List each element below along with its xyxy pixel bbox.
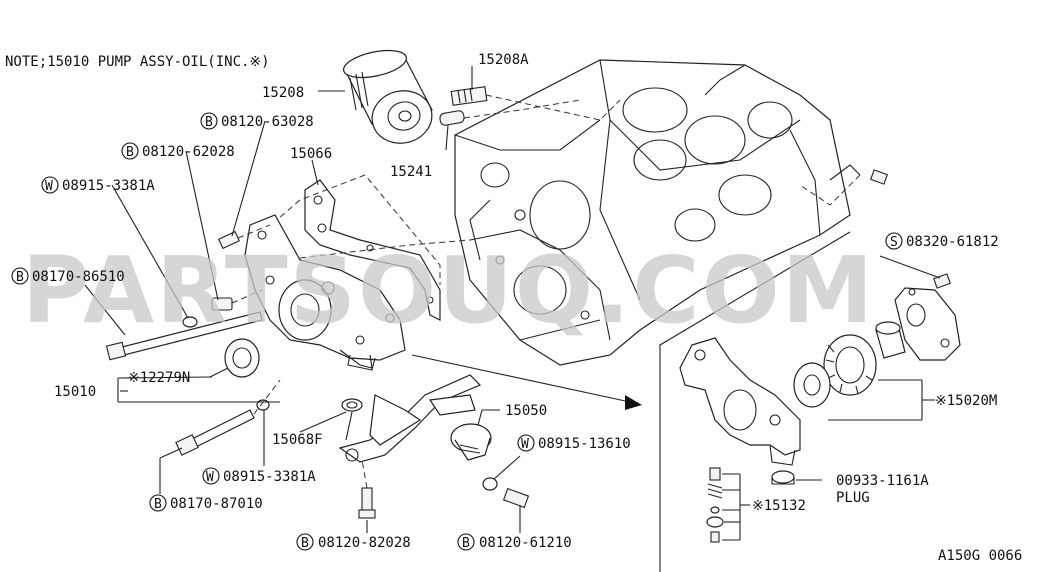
label-15068F[interactable]: 15068F — [272, 432, 323, 448]
block-bolt — [799, 164, 888, 206]
label-15010[interactable]: 15010 — [54, 384, 96, 400]
part-number: 08120-61210 — [479, 535, 572, 551]
bolt-08120-82028 — [358, 487, 376, 519]
oil-strainer-15050 — [338, 374, 492, 463]
label-08120-82028[interactable]: B 08120-82028 — [296, 533, 411, 551]
label-08120-63028[interactable]: B 08120-63028 — [200, 112, 314, 130]
label-15132[interactable]: ※15132 — [752, 498, 806, 514]
detail-relief-parts — [706, 467, 724, 543]
diagram-note: NOTE;15010 PUMP ASSY-OIL(INC.※) — [5, 54, 270, 70]
label-15208[interactable]: 15208 — [262, 85, 304, 101]
label-08320-61812[interactable]: S 08320-61812 — [885, 232, 999, 250]
detail-inner-gear — [793, 362, 831, 408]
part-number: 08915-3381A — [62, 178, 155, 194]
part-number: 08170-87010 — [170, 496, 263, 512]
filter-stud — [450, 86, 488, 106]
prefix-w: W — [45, 179, 53, 194]
prefix-b: B — [126, 145, 134, 160]
gasket-15066 — [304, 179, 441, 321]
part-number: 08915-3381A — [223, 469, 316, 485]
label-08120-62028[interactable]: B 08120-62028 — [121, 142, 235, 160]
label-00933-1161A[interactable]: 00933-1161A — [836, 473, 929, 489]
diagram-id: A150G 0066 — [938, 548, 1022, 564]
detail-outer-gear — [823, 334, 877, 396]
part-number: 08120-62028 — [142, 144, 235, 160]
prefix-b: B — [16, 270, 24, 285]
part-number: 08120-63028 — [221, 114, 314, 130]
label-plug: PLUG — [836, 490, 870, 506]
long-bolt-08170-87010 — [175, 409, 255, 456]
detail-cover-plate — [894, 287, 961, 361]
relief-valve — [439, 110, 465, 126]
prefix-b: B — [301, 536, 309, 551]
oil-seal — [224, 338, 260, 378]
label-15020M[interactable]: ※15020M — [935, 393, 997, 409]
part-number: 08120-82028 — [318, 535, 411, 551]
detail-drive-sleeve — [875, 321, 906, 359]
label-08170-86510[interactable]: B 08170-86510 — [11, 267, 125, 285]
label-08915-13610[interactable]: W 08915-13610 — [517, 434, 631, 452]
prefix-b: B — [462, 536, 470, 551]
prefix-b: B — [205, 115, 213, 130]
prefix-w: W — [521, 437, 529, 452]
label-08915-3381A-top[interactable]: W 08915-3381A — [41, 176, 155, 194]
washer-08915-13610 — [482, 477, 498, 491]
label-15208A[interactable]: 15208A — [478, 52, 529, 68]
label-15241[interactable]: 15241 — [390, 164, 432, 180]
bolt-08120-61210 — [502, 487, 530, 509]
detail-frame — [659, 231, 851, 572]
label-15066[interactable]: 15066 — [290, 146, 332, 162]
prefix-s: S — [890, 235, 898, 250]
prefix-w: W — [206, 470, 214, 485]
label-15050[interactable]: 15050 — [505, 403, 547, 419]
part-number: 08320-61812 — [906, 234, 999, 250]
gasket-15068F — [341, 398, 363, 412]
bolt-08120-63028 — [217, 230, 241, 250]
bolt-08120-62028 — [211, 297, 233, 311]
detail-arrow — [411, 354, 642, 410]
washer-top — [182, 316, 198, 328]
label-08170-87010[interactable]: B 08170-87010 — [149, 494, 263, 512]
oil-filter — [342, 49, 433, 144]
detail-plug — [771, 470, 795, 485]
detail-pump-housing — [679, 337, 801, 466]
part-number: 08170-86510 — [32, 269, 125, 285]
label-08915-3381A-bottom[interactable]: W 08915-3381A — [202, 467, 316, 485]
label-08120-61210[interactable]: B 08120-61210 — [457, 533, 572, 551]
label-12279N[interactable]: ※12279N — [128, 370, 190, 386]
oil-pump-assembly — [244, 214, 406, 371]
engine-block-illustration — [454, 59, 851, 366]
leader-lines — [84, 66, 941, 541]
long-bolt-08170-86510 — [105, 311, 263, 361]
part-number: 08915-13610 — [538, 436, 631, 452]
watermark-text: PARTSOUQ.COM — [22, 237, 875, 344]
prefix-b: B — [154, 497, 162, 512]
